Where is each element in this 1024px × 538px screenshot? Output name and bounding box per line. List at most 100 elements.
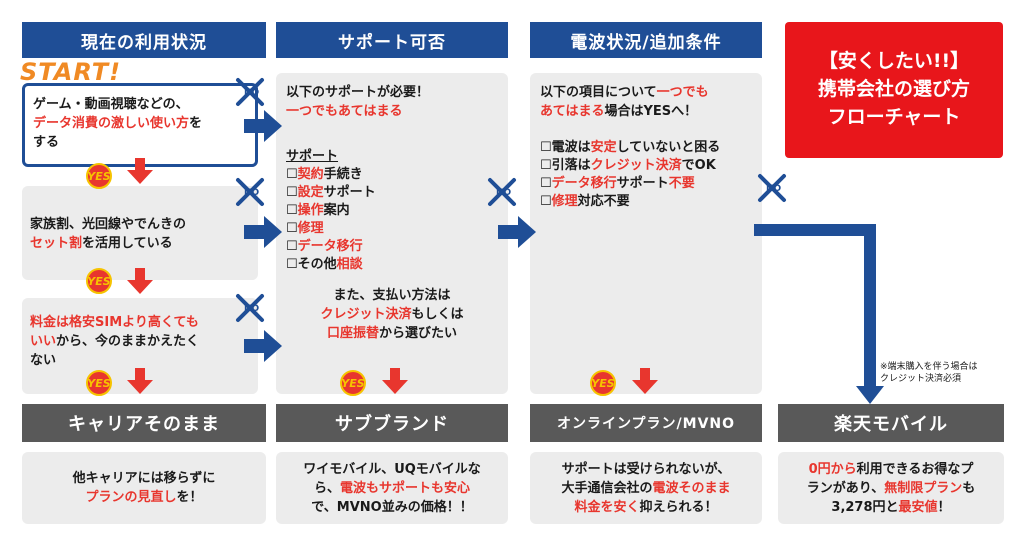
- result-title-text: 楽天モバイル: [834, 414, 948, 435]
- result-desc-text: 3,278円と: [831, 499, 899, 515]
- result-desc-text: ランがあり、: [806, 480, 885, 496]
- result-desc-rakuten: 0円から利用できるお得なプ ランがあり、無制限プランも 3,278円と最安値！: [778, 452, 1004, 524]
- no-badge: NO: [244, 88, 260, 98]
- no-connector-rakuten: [754, 224, 876, 388]
- signal-item-text: サポート: [616, 176, 669, 191]
- checkbox-icon: ☐: [286, 185, 298, 200]
- result-desc-highlight: 料金を安く: [574, 499, 640, 515]
- title-line-1: 【安くしたい!!】: [818, 50, 970, 72]
- no-badge: NO: [244, 188, 260, 198]
- question-text: ない: [30, 353, 57, 368]
- payment-text: また、支払い方法は: [333, 288, 451, 303]
- support-panel: 以下のサポートが必要！ 一つでもあてはまる サポート ☐契約手続き ☐設定サポー…: [276, 73, 508, 394]
- result-title-mvno: オンラインプラン/MVNO: [530, 404, 762, 442]
- result-title-text: キャリアそのまま: [68, 414, 220, 435]
- no-arrow-1: [244, 110, 282, 142]
- question-highlight: セット割: [30, 236, 83, 251]
- result-title-subbrand: サブブランド: [276, 404, 508, 442]
- signal-item-text: 対応不要: [577, 194, 630, 209]
- result-desc-highlight: 無制限プラン: [884, 480, 963, 496]
- result-desc-text: ワイモバイル、UQモバイルな: [303, 461, 481, 477]
- note-line: ※端末購入を伴う場合は: [880, 362, 978, 372]
- signal-item-highlight: 安定: [590, 140, 617, 155]
- checkbox-icon: ☐: [540, 194, 552, 209]
- question-highlight: データ消費の激しい使い方: [33, 116, 190, 131]
- question-box-set-discount: 家族割、光回線やでんきの セット割を活用している: [22, 186, 258, 280]
- result-desc-text: 利用できるお得なプ: [856, 461, 974, 477]
- payment-highlight: 口座振替: [326, 326, 379, 341]
- checkbox-icon: ☐: [540, 176, 552, 191]
- question-text: を活用している: [82, 236, 173, 251]
- payment-highlight: クレジット決済: [320, 307, 412, 322]
- signal-item-text: ☐電波は: [540, 140, 591, 155]
- question-text: する: [33, 135, 60, 150]
- question-text: から、今のままかえたく: [56, 334, 200, 349]
- result-title-carrier: キャリアそのまま: [22, 404, 266, 442]
- support-item-highlight: データ移行: [297, 239, 363, 254]
- no-badge: NO: [244, 304, 260, 314]
- result-desc-highlight: 0円から: [808, 461, 857, 477]
- yes-arrow-1: [127, 158, 153, 184]
- signal-intro-highlight: 一つでも: [656, 85, 709, 100]
- result-desc-highlight: プランの見直し: [85, 490, 177, 505]
- yes-arrow-2: [127, 268, 153, 294]
- result-desc-highlight: 電波もサポートも安心: [339, 480, 470, 496]
- support-item-text: ☐その他: [286, 257, 337, 272]
- no-arrow-4: [498, 216, 536, 248]
- support-item-highlight: 修理: [297, 221, 324, 236]
- support-item-text: 手続き: [323, 167, 363, 182]
- yes-badge: YES: [86, 163, 112, 189]
- result-desc-text: 他キャリアには移らずに: [72, 471, 216, 486]
- signal-item-highlight: データ移行: [551, 176, 617, 191]
- result-desc-text: 大手通信会社の: [561, 480, 653, 496]
- start-label: START!: [20, 58, 122, 86]
- signal-item-text: でOK: [681, 158, 716, 173]
- question-highlight: 料金は格安SIMより高くても: [30, 315, 199, 330]
- checkbox-icon: ☐: [286, 203, 298, 218]
- column-header-support: サポート可否: [276, 22, 508, 58]
- no-badge: NO: [496, 188, 512, 198]
- support-intro-highlight: 一つでもあてはまる: [286, 104, 403, 119]
- support-intro: 以下のサポートが必要！: [286, 85, 430, 100]
- result-title-text: サブブランド: [335, 414, 449, 435]
- result-desc-text: を！: [176, 490, 203, 505]
- column-header-signal: 電波状況/追加条件: [530, 22, 762, 58]
- note-line: クレジット決済必須: [880, 374, 962, 384]
- yes-badge: YES: [86, 268, 112, 294]
- signal-intro: 以下の項目について: [540, 85, 657, 100]
- column-header-text: 現在の利用状況: [81, 32, 207, 53]
- column-header-text: サポート可否: [338, 32, 446, 53]
- result-desc-highlight: 電波そのまま: [652, 480, 731, 496]
- column-header-current-usage: 現在の利用状況: [22, 22, 266, 58]
- title-box: 【安くしたい!!】 携帯会社の選び方 フローチャート: [785, 22, 1003, 158]
- support-heading: サポート: [286, 149, 339, 164]
- result-desc-text: も: [962, 480, 976, 496]
- result-title-rakuten: 楽天モバイル: [778, 404, 1004, 442]
- yes-badge: YES: [86, 370, 112, 396]
- signal-item-text: していないと困る: [616, 140, 721, 155]
- support-item-text: 案内: [323, 203, 350, 218]
- no-badge: NO: [766, 184, 782, 194]
- signal-panel: 以下の項目について一つでも あてはまる場合はYESへ！ ☐電波は安定していないと…: [530, 73, 762, 394]
- result-title-text: オンラインプラン/MVNO: [556, 416, 736, 432]
- result-desc-text: サポートは受けられないが、: [561, 461, 731, 477]
- title-line-2: 携帯会社の選び方: [817, 78, 970, 100]
- result-desc-carrier: 他キャリアには移らずに プランの見直しを！: [22, 452, 266, 524]
- result-desc-subbrand: ワイモバイル、UQモバイルな ら、電波もサポートも安心 で、MVNO並みの価格！…: [276, 452, 508, 524]
- yes-arrow-5: [632, 368, 658, 394]
- signal-item-text: ☐引落は: [540, 158, 591, 173]
- payment-text: から選びたい: [379, 326, 458, 341]
- yes-arrow-4: [382, 368, 408, 394]
- result-desc-mvno: サポートは受けられないが、 大手通信会社の電波そのまま 料金を安く抑えられる！: [530, 452, 762, 524]
- signal-intro-highlight: あてはまる: [540, 104, 605, 119]
- signal-item-highlight: 修理: [551, 194, 578, 209]
- title-line-3: フローチャート: [827, 106, 961, 128]
- yes-arrow-3: [127, 368, 153, 394]
- result-desc-text: で、MVNO並みの価格！！: [311, 499, 473, 515]
- column-header-text: 電波状況/追加条件: [570, 32, 722, 53]
- checkbox-icon: ☐: [286, 221, 298, 236]
- result-desc-text: 抑えられる！: [639, 499, 718, 515]
- no-arrow-3: [244, 330, 282, 362]
- support-item-highlight: 契約: [297, 167, 324, 182]
